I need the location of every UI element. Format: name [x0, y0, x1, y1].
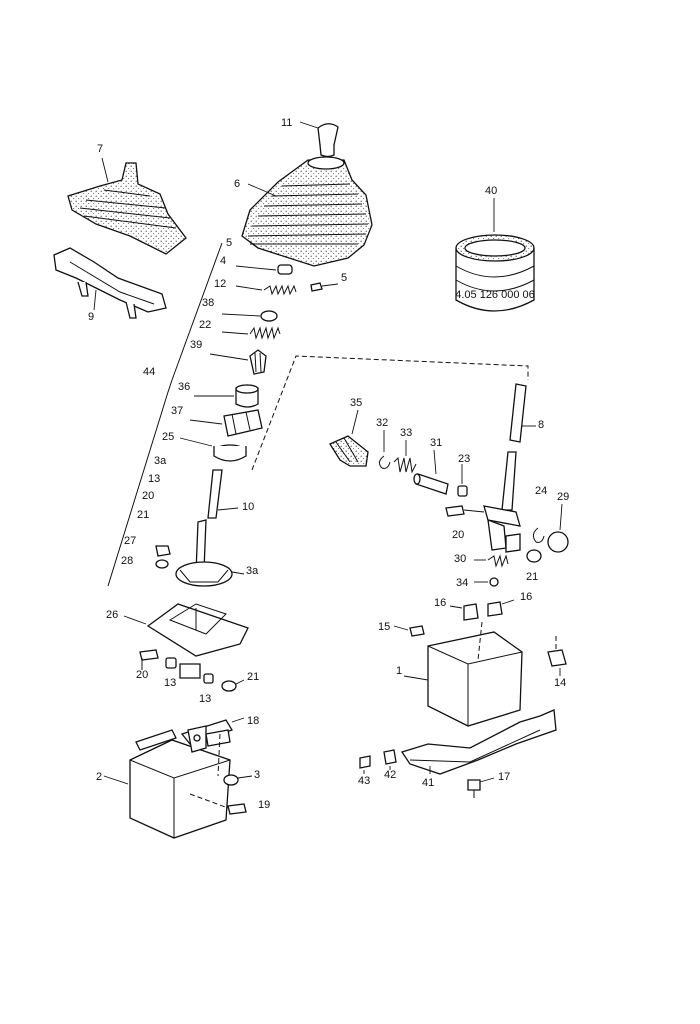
lever-stack-parts: [123, 264, 339, 692]
label-28: 28: [121, 555, 133, 567]
shift-knob-part: [299, 121, 339, 158]
label-3a-lower: 3a: [246, 565, 259, 577]
label-11: 11: [281, 117, 292, 129]
label-25: 25: [162, 431, 174, 443]
label-19: 19: [258, 799, 270, 811]
label-5b: 5: [341, 272, 347, 284]
label-7: 7: [97, 143, 103, 155]
label-39: 39: [190, 339, 202, 351]
label-1: 1: [396, 665, 402, 677]
connector-dashed-line: [251, 355, 529, 471]
label-22: 22: [199, 319, 211, 331]
label-32: 32: [376, 417, 388, 429]
label-15: 15: [378, 621, 390, 633]
label-29: 29: [557, 491, 569, 503]
label-12: 12: [214, 278, 226, 290]
label-9: 9: [88, 311, 94, 323]
label-31: 31: [430, 437, 442, 449]
label-36: 36: [178, 381, 190, 393]
cover-plate-part: [53, 247, 167, 319]
label-38: 38: [202, 297, 214, 309]
label-10: 10: [242, 501, 254, 513]
callout-labels: 11 7 6 40 5 4 5 12 38 9 22 39 44 36 35 3…: [88, 117, 569, 811]
label-14: 14: [554, 677, 566, 689]
label-30: 30: [454, 553, 466, 565]
label-13-lower: 13: [199, 693, 211, 705]
group-bracket-44: [107, 242, 223, 587]
label-42: 42: [384, 769, 396, 781]
label-41: 41: [422, 777, 434, 789]
label-24: 24: [535, 485, 547, 497]
label-6: 6: [234, 178, 240, 190]
boot-clamp-part: [455, 198, 535, 312]
label-20-upper: 20: [142, 490, 154, 502]
label-18: 18: [247, 715, 259, 727]
label-20-right: 20: [452, 529, 464, 541]
label-16-right: 16: [520, 591, 532, 603]
label-3: 3: [254, 769, 260, 781]
label-40: 40: [485, 185, 497, 197]
label-34: 34: [456, 577, 468, 589]
label-43: 43: [358, 775, 370, 787]
gear-lever-gaiter-part: [241, 156, 373, 267]
label-13-upper: 13: [148, 473, 160, 485]
label-37: 37: [171, 405, 183, 417]
label-33: 33: [400, 427, 412, 439]
label-27: 27: [124, 535, 136, 547]
label-21-upper: 21: [137, 509, 149, 521]
label-8: 8: [538, 419, 544, 431]
label-5: 5: [226, 237, 232, 249]
label-20-lower: 20: [136, 669, 148, 681]
label-35: 35: [350, 397, 362, 409]
label-3a-upper: 3a: [154, 455, 167, 467]
label-2: 2: [96, 771, 102, 783]
label-21-right: 21: [526, 571, 538, 583]
label-26: 26: [106, 609, 118, 621]
label-17: 17: [498, 771, 510, 783]
label-21-lower: 21: [247, 671, 259, 683]
label-13-mid: 13: [164, 677, 176, 689]
linkage-parts: [329, 383, 569, 798]
small-gaiter-part: [67, 157, 187, 255]
label-23: 23: [458, 453, 470, 465]
label-44: 44: [143, 366, 155, 378]
lower-bracket-part: [103, 717, 253, 839]
label-4: 4: [220, 255, 226, 267]
can-part-marking: 4.05 126 000 06: [455, 289, 535, 301]
label-16-left: 16: [434, 597, 446, 609]
